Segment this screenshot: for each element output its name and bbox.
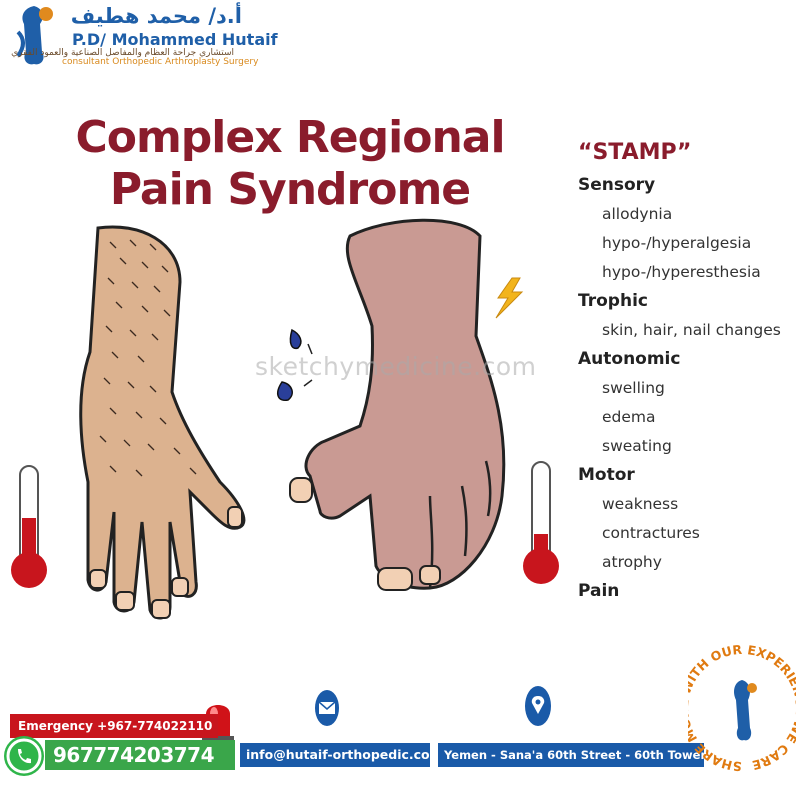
stamp-category: Pain	[578, 581, 620, 601]
stamp-item: skin, hair, nail changes	[602, 321, 781, 339]
email-address[interactable]: info@hutaif-orthopedic.com	[240, 743, 443, 767]
logo-name-arabic: أ.د/ محمد هطيف	[70, 4, 242, 28]
thermometer-icon	[11, 465, 47, 588]
logo-subtitle-english: consultant Orthopedic Arthroplasty Surge…	[62, 57, 259, 67]
stamp-item: allodynia	[602, 205, 673, 223]
stamp-item: hypo-/hyperalgesia	[602, 234, 752, 252]
page-title: Complex Regional Pain Syndrome	[40, 112, 540, 216]
stamp-category: Sensory	[578, 175, 656, 195]
whatsapp-icon[interactable]	[4, 736, 44, 776]
stamp-categories: Sensory allodynia hypo-/hyperalgesia hypo-/…	[578, 171, 798, 606]
stamp-title: “STAMP”	[578, 140, 692, 165]
stamp-category: Trophic	[578, 291, 648, 311]
logo-subtitle-arabic: استشاري جراحة العظام والمفاصل الصناعية و…	[11, 48, 234, 58]
title-line-1: Complex Regional	[75, 112, 505, 163]
logo-bone-icon	[16, 6, 53, 65]
logo-name-english: P.D/ Mohammed Hutaif	[72, 30, 278, 49]
stamp-item: swelling	[602, 379, 665, 397]
thermometer-icon	[523, 461, 559, 584]
stamp-item: atrophy	[602, 553, 662, 571]
title-line-2: Pain Syndrome	[109, 164, 471, 215]
location-pin-icon	[525, 686, 551, 726]
stamp-item: contractures	[602, 524, 700, 542]
stamp-item: hypo-/hyperesthesia	[602, 263, 761, 281]
address: Yemen - Sana'a 60th Street - 60th Tower.	[438, 743, 709, 767]
left-hand-illustration	[79, 225, 246, 620]
lightning-icon	[495, 277, 524, 319]
watermark: sketchymedicine.com	[255, 352, 537, 381]
stamp-item: sweating	[602, 437, 672, 455]
stamp-mnemonic-list: “STAMP” Sensory allodynia hypo-/hyperalges…	[578, 140, 798, 606]
sweat-drop-icon	[277, 328, 313, 402]
stamp-item: weakness	[602, 495, 679, 513]
care-badge: SHARE MORE WITH OUR EXPERIENCE WE CARE	[688, 642, 796, 774]
stamp-item: edema	[602, 408, 656, 426]
right-hand-illustration	[289, 218, 506, 591]
email-icon	[315, 690, 339, 726]
emergency-phone[interactable]: Emergency +967-774022110	[10, 714, 218, 738]
whatsapp-phone[interactable]: 967774203774	[45, 740, 235, 770]
stamp-category: Motor	[578, 465, 635, 485]
stamp-category: Autonomic	[578, 349, 681, 369]
